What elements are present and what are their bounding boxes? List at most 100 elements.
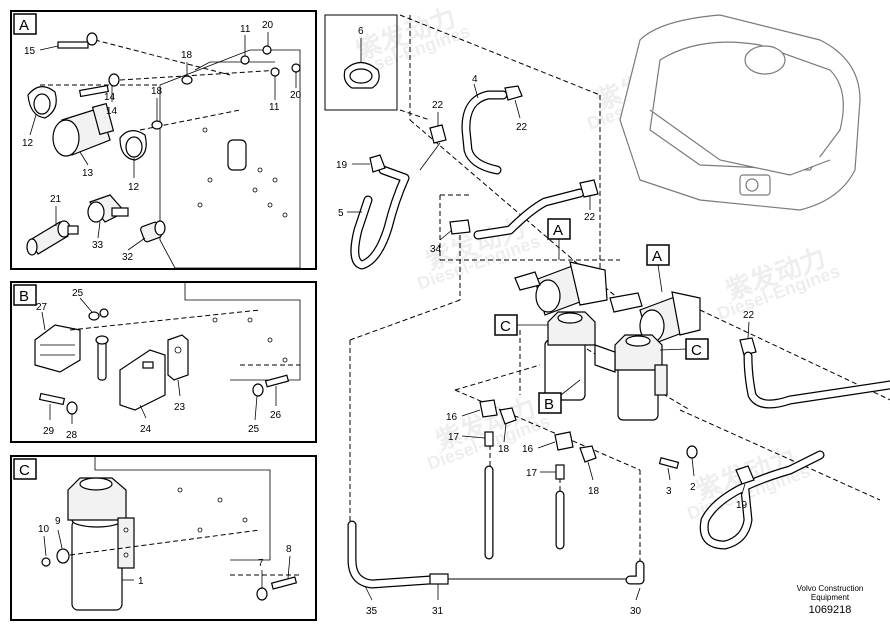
elbow-22: [579, 179, 599, 198]
callout-18: 18: [151, 86, 163, 97]
leader: [139, 404, 147, 419]
leader: [177, 379, 181, 397]
leader: [587, 461, 594, 481]
leader: [461, 409, 481, 417]
filter-c2-cap: [625, 335, 651, 347]
detail-panel-b: B: [10, 281, 317, 443]
leader: [514, 99, 521, 119]
callout-24: 24: [140, 424, 152, 435]
assembly-line: [679, 409, 881, 501]
filter-c1-cap: [557, 312, 583, 324]
leader: [667, 467, 671, 481]
callout-13: 13: [82, 168, 94, 179]
callout-14: 14: [104, 92, 116, 103]
callout-8: 8: [286, 544, 292, 555]
block-23: [167, 334, 189, 381]
callout-10: 10: [38, 524, 50, 535]
fitting-34: [449, 219, 471, 235]
leader: [473, 83, 479, 99]
filter-c2-bracket: [654, 364, 668, 396]
pin: [97, 339, 107, 381]
panel-c-letter-box: [13, 458, 37, 480]
hose-right-inner: [744, 352, 890, 408]
callout-22: 22: [516, 122, 528, 133]
callout-17: 17: [526, 468, 538, 479]
callout-12: 12: [22, 138, 34, 149]
bolt-14: [78, 84, 110, 98]
callout-11: 11: [240, 24, 251, 35]
filter-canister: [71, 519, 123, 611]
elbow-19: [735, 465, 755, 485]
plate-hole: [282, 357, 288, 363]
plate-hole: [267, 337, 273, 343]
valve-a-face: [535, 279, 561, 313]
leader: [747, 321, 750, 339]
fitting-17: [484, 431, 494, 447]
leader: [287, 555, 291, 579]
callout-4: 4: [472, 74, 478, 85]
callout-18: 18: [181, 50, 193, 61]
plate-hole: [197, 202, 203, 208]
hose-5-inner: [351, 166, 409, 269]
block-23-hole: [174, 346, 182, 354]
assembly-line: [699, 309, 890, 401]
fitting-33-stem: [111, 207, 129, 217]
filter-bracket: [117, 517, 135, 569]
callout-20: 20: [290, 90, 302, 101]
filter-c1: [544, 339, 586, 401]
callout-16: 16: [522, 444, 534, 455]
leader: [79, 151, 89, 166]
assembly-line: [399, 14, 601, 96]
callout-18: 18: [588, 486, 600, 497]
callout-28: 28: [66, 430, 78, 441]
bracket-24: [119, 349, 166, 411]
leader: [635, 587, 641, 601]
ref-letter-a: A: [652, 248, 662, 265]
callout-3: 3: [666, 486, 672, 497]
leader: [657, 264, 663, 293]
plate-hole: [247, 317, 253, 323]
plate-hole: [252, 187, 258, 193]
valve-a-fitting: [514, 271, 541, 291]
panel-b-letter-box: [13, 284, 37, 306]
callout-33: 33: [92, 240, 104, 251]
assembly-line: [94, 39, 231, 76]
plate-hole: [242, 517, 248, 523]
bolt-15: [57, 41, 89, 49]
nut: [99, 308, 109, 318]
leader: [560, 379, 581, 396]
fitting-16: [554, 431, 574, 451]
ref-letter-c: C: [500, 318, 511, 335]
washer-25: [252, 383, 264, 397]
plate-hole: [207, 177, 213, 183]
valve-a2-fitting: [609, 292, 643, 313]
plate-hole: [272, 177, 278, 183]
callout-32: 32: [122, 252, 134, 263]
callout-19: 19: [336, 160, 348, 171]
fitting-32-end: [154, 220, 166, 236]
callout-25: 25: [248, 424, 260, 435]
washer-15: [86, 32, 98, 46]
nut-11: [270, 67, 280, 77]
valve-a-bracket: [569, 261, 608, 306]
leader: [39, 45, 59, 51]
valve-13-cap: [91, 102, 115, 136]
plate-hole: [212, 317, 218, 323]
callout-7: 7: [258, 558, 264, 569]
hose-main-inner: [474, 189, 584, 239]
fitting-22-stem: [419, 142, 441, 171]
washer-28: [66, 401, 78, 415]
filter-cap: [79, 477, 113, 491]
callout-26: 26: [270, 410, 282, 421]
callout-2: 2: [690, 482, 696, 493]
leader: [41, 311, 46, 331]
callout-12: 12: [128, 182, 140, 193]
elbow-18: [579, 445, 597, 463]
callout-18: 18: [498, 444, 510, 455]
leader: [364, 585, 373, 601]
leader: [79, 297, 93, 313]
panel-c-letter: C: [19, 462, 30, 479]
fitting-17: [555, 464, 565, 480]
callout-14: 14: [106, 106, 118, 117]
